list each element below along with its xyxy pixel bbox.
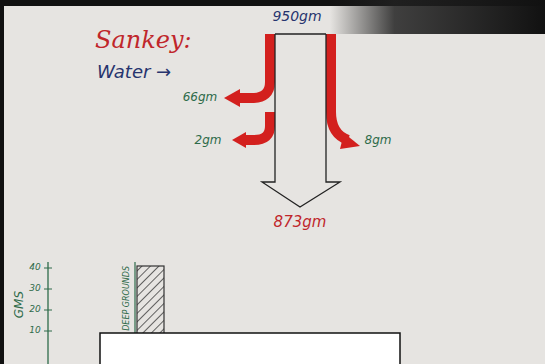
axis-title: GMS: [13, 291, 26, 318]
flow-branches: [236, 34, 348, 140]
flow-channel: [262, 34, 340, 207]
heading: Sankey:: [95, 26, 192, 54]
tick-label: 40: [29, 263, 40, 273]
tick-label: 30: [29, 284, 40, 294]
cover-card: [100, 333, 400, 364]
note-text: Water →: [97, 62, 171, 82]
flow-value: 8gm: [365, 134, 392, 147]
flow-arrowheads: [224, 89, 360, 149]
tick-label: 20: [29, 305, 40, 315]
flow-value: 2gm: [195, 134, 222, 147]
flow-value: 66gm: [183, 91, 218, 104]
flow-value: 950gm: [272, 9, 321, 24]
flow-value: 873gm: [274, 214, 327, 231]
shadow: [330, 0, 545, 34]
bar-label: DEEP GROUNDS: [123, 266, 132, 331]
frame-edge: [0, 0, 4, 364]
tick-label: 10: [29, 326, 40, 336]
